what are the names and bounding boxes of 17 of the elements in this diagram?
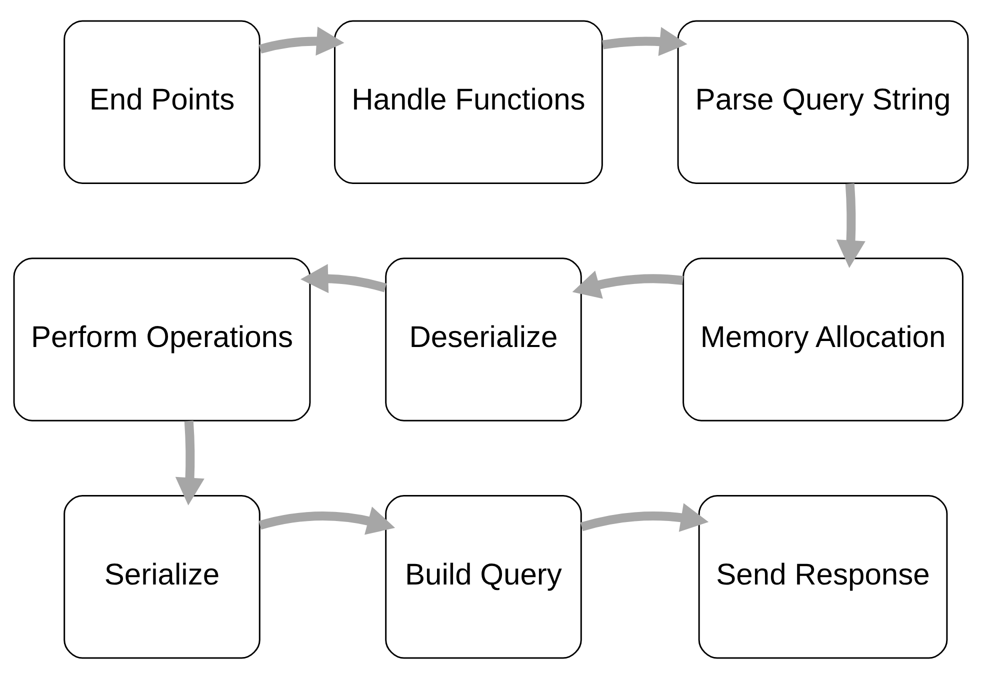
node-box: Parse Query String <box>677 20 969 184</box>
node-box: Send Response <box>698 495 948 659</box>
arrow <box>258 26 344 56</box>
node-box: Serialize <box>64 495 260 659</box>
arrow <box>580 503 709 532</box>
arrow <box>836 183 866 268</box>
arrow <box>175 420 204 506</box>
node-box: Perform Operations <box>13 258 311 422</box>
node-box: Deserialize <box>385 258 582 422</box>
node-box: Build Query <box>385 495 582 659</box>
arrow <box>602 27 688 56</box>
node-box: Memory Allocation <box>682 258 964 422</box>
node-box: Handle Functions <box>334 20 603 184</box>
node-box: End Points <box>64 20 260 184</box>
arrow <box>572 270 684 299</box>
arrow <box>300 264 387 294</box>
arrow <box>258 506 396 535</box>
